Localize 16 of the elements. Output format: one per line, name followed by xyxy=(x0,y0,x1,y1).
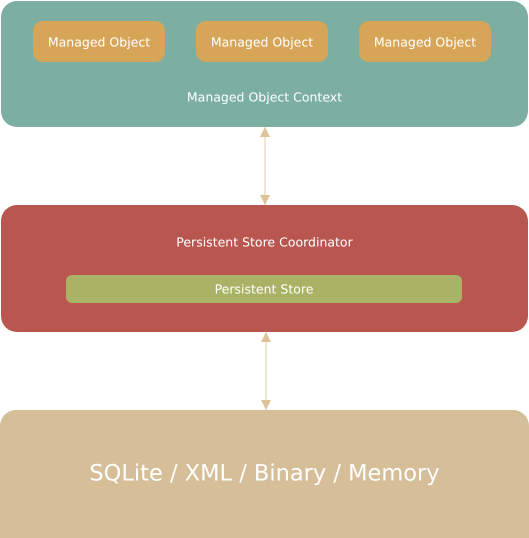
node-label: Persistent Store xyxy=(214,282,314,296)
node-label: Managed Object xyxy=(374,34,476,50)
node-label: Managed Object xyxy=(48,34,150,50)
object-box xyxy=(33,21,165,62)
node-label: SQLite / XML / Binary / Memory xyxy=(89,460,440,488)
storage-panel xyxy=(0,410,529,538)
object-box xyxy=(359,21,491,62)
node-label: Persistent Store Coordinator xyxy=(176,234,353,250)
node-label: Managed Object xyxy=(210,34,314,50)
store-bar xyxy=(66,275,462,303)
double-arrow xyxy=(261,332,271,410)
object-box xyxy=(196,21,328,62)
coordinator-panel xyxy=(1,205,528,332)
node-label: Managed Object Context xyxy=(186,90,342,104)
context-panel xyxy=(1,1,528,127)
double-arrow xyxy=(260,127,270,205)
